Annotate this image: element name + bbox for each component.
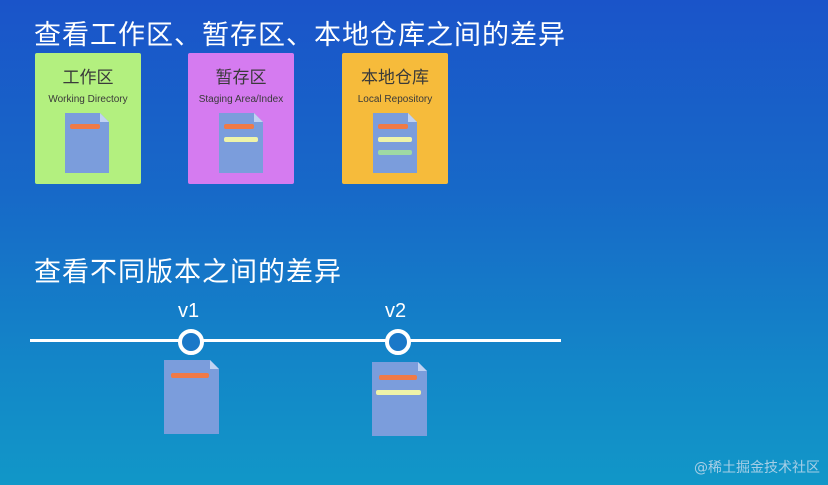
change-line-yellow — [378, 137, 412, 142]
change-line-yellow — [224, 137, 258, 142]
working-directory-subtitle: Working Directory — [48, 94, 128, 105]
version-label-v1: v1 — [178, 300, 200, 322]
working-directory-title: 工作区 — [62, 68, 114, 88]
version-label-v2: v2 — [385, 300, 407, 322]
working-directory-box: 工作区 Working Directory — [35, 53, 141, 184]
change-line-orange — [171, 373, 209, 378]
local-repository-subtitle: Local Repository — [357, 94, 433, 105]
local-repository-box: 本地仓库 Local Repository — [342, 53, 448, 184]
watermark: @稀土掘金技术社区 — [694, 460, 820, 476]
change-line-orange — [224, 124, 254, 129]
change-line-orange — [70, 124, 100, 129]
change-line-yellow — [376, 390, 421, 395]
change-line-orange — [378, 124, 408, 129]
section-title-versions: 查看不同版本之间的差异 — [34, 257, 342, 288]
file-icon — [373, 113, 417, 173]
file-icon — [164, 360, 219, 434]
version-node-v2 — [385, 329, 411, 355]
file-icon — [372, 362, 427, 436]
staging-area-box: 暂存区 Staging Area/Index — [188, 53, 294, 184]
file-icon — [65, 113, 109, 173]
change-line-orange — [379, 375, 417, 380]
file-icon — [219, 113, 263, 173]
version-node-v1 — [178, 329, 204, 355]
change-line-green — [378, 150, 412, 155]
version-timeline — [30, 339, 561, 342]
local-repository-title: 本地仓库 — [361, 68, 429, 88]
section-title-areas: 查看工作区、暂存区、本地仓库之间的差异 — [34, 20, 566, 51]
staging-area-subtitle: Staging Area/Index — [198, 94, 284, 105]
staging-area-title: 暂存区 — [215, 68, 267, 88]
